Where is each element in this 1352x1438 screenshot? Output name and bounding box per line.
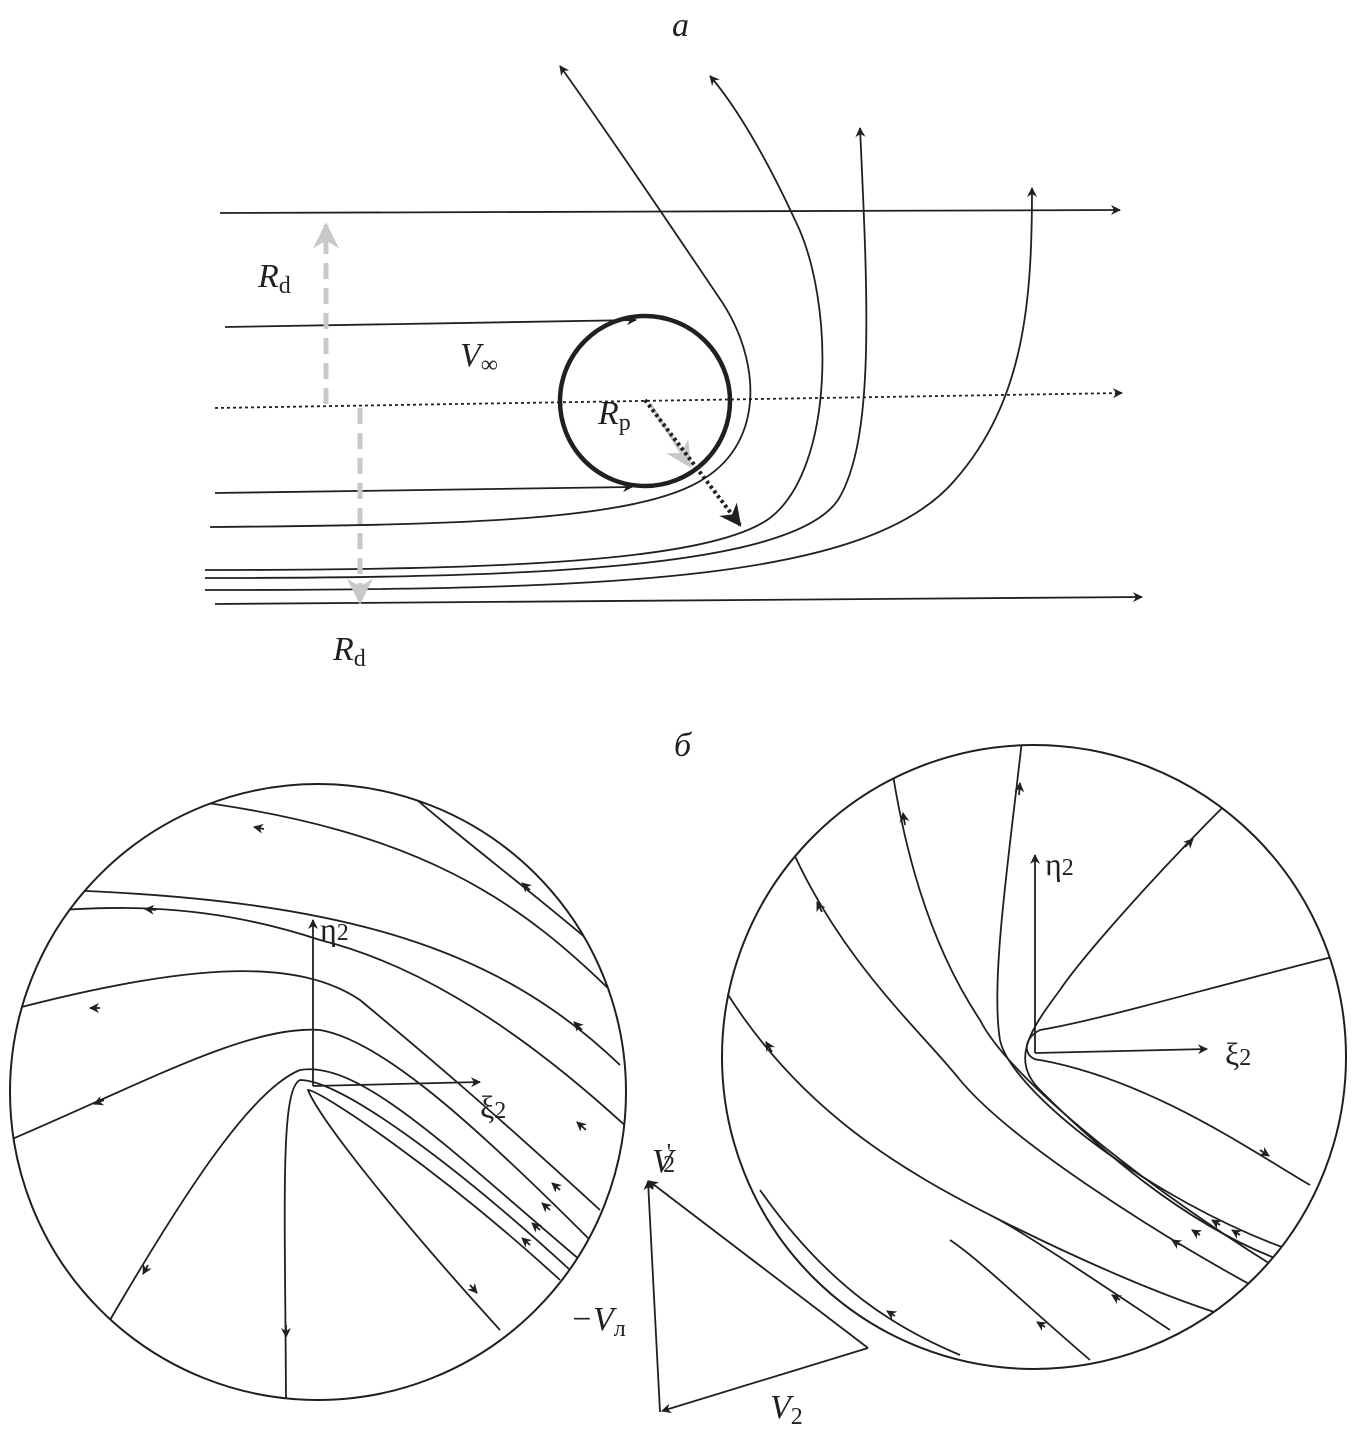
right-streamline (759, 1189, 961, 1356)
right-streamline (1024, 804, 1281, 1261)
left-streamline (184, 799, 621, 1001)
streamline-top (219, 205, 1121, 216)
minus-vl-label: −Vл (570, 1301, 626, 1342)
left-streamline (10, 907, 626, 1131)
eta2-label-right: η2 (1045, 846, 1074, 882)
minus-vl-vector (643, 1180, 661, 1413)
streamline-deflected-4 (204, 187, 1037, 591)
right-streamline (996, 745, 1291, 1251)
left-streamline (10, 1028, 591, 1241)
left-streamline (59, 889, 621, 1066)
left-streamline (10, 970, 601, 1211)
left-streamline (306, 1089, 561, 1331)
xi2-label-left: ξ2 (480, 1089, 506, 1125)
xi2-axis-left (312, 1077, 481, 1088)
streamline-bottom (214, 592, 1143, 605)
v2-prime-vector (648, 1180, 869, 1349)
right-streamline (789, 844, 1261, 1291)
right-flow-circle: η2 ξ2 (721, 744, 1347, 1370)
panel-a: а Rd Rd V∞ Rp (204, 7, 1143, 672)
left-streamline (283, 1079, 571, 1400)
right-streamline (949, 1239, 1091, 1361)
right-streamline (1025, 954, 1341, 1186)
streamline-lower-impact (214, 482, 633, 494)
left-flow-circle: η2 ξ2 (9, 783, 627, 1401)
right-streamline (724, 989, 1241, 1321)
right-streamline (892, 774, 1281, 1271)
xi2-label-right: ξ2 (1225, 1036, 1251, 1072)
v2-label: V2 (770, 1389, 803, 1430)
rd-bottom-label: Rd (332, 631, 366, 672)
left-streamline (109, 1068, 581, 1321)
rp-radius-arrow (643, 398, 742, 527)
panel-b: б (9, 727, 1347, 1430)
streamline-deflected-1 (209, 65, 752, 528)
rp-label: Rp (597, 395, 631, 436)
streamline-upper-impact (224, 315, 637, 328)
right-streamline (989, 1214, 1171, 1331)
streamline-deflected-3 (204, 127, 868, 579)
v2-prime-label: V'2 (652, 1140, 677, 1180)
panel-b-title: б (674, 727, 693, 764)
velocity-triangle: V'2 −Vл V2 (570, 1140, 869, 1430)
eta2-label-left: η2 (320, 911, 349, 947)
left-streamline (399, 784, 601, 951)
rd-top-label: Rd (257, 258, 291, 299)
center-axis-dotted (214, 388, 1123, 409)
panel-a-title: а (672, 7, 689, 44)
v-inf-label: V∞ (460, 337, 498, 378)
streamline-deflected-2 (204, 75, 824, 571)
v2-vector (661, 1347, 869, 1414)
xi2-axis-right (1034, 1044, 1208, 1055)
particle-circle (557, 313, 733, 489)
